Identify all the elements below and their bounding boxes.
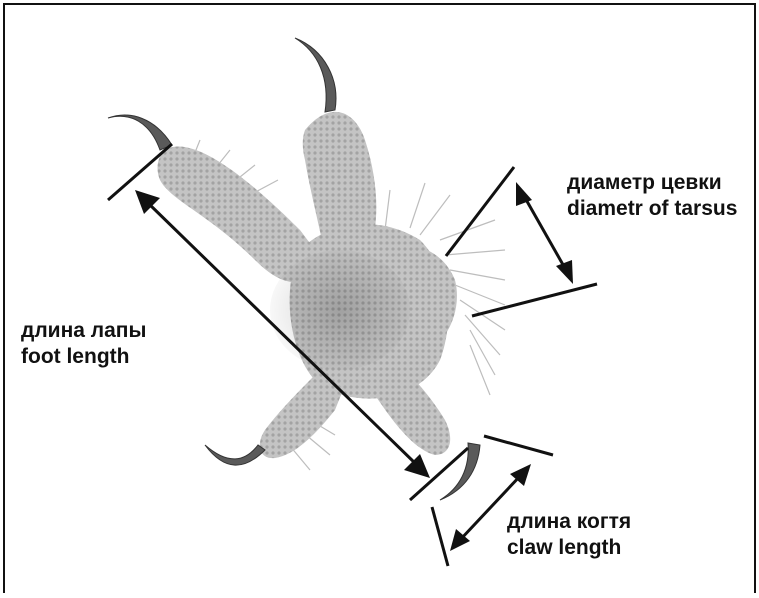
claw-length-label-en: claw length — [507, 535, 631, 561]
tarsus-diameter-label-ru: диаметр цевки — [567, 170, 737, 196]
tarsus-tick-bottom — [472, 284, 597, 316]
bird-foot-drawing — [108, 38, 505, 500]
tarsus-diameter-arrow-line — [524, 196, 566, 270]
tarsus-diameter-label-en: diametr of tarsus — [567, 196, 737, 222]
toe-top — [303, 112, 377, 255]
claw-top — [295, 38, 336, 112]
tarsus-arrowhead-top — [516, 182, 532, 206]
foot-length-label-ru: длина лапы — [21, 318, 146, 344]
claw-length-label: длина когтя claw length — [507, 509, 631, 561]
claw-lower-right — [440, 443, 480, 500]
tarsus-tick-top — [446, 167, 514, 256]
claw-upper-left — [108, 115, 172, 150]
foot-length-label-en: foot length — [21, 344, 146, 370]
claw-tick-top — [484, 436, 553, 455]
claw-tick-bottom — [432, 507, 448, 566]
claw-length-label-ru: длина когтя — [507, 509, 631, 535]
tarsus-diameter-label: диаметр цевки diametr of tarsus — [567, 170, 737, 222]
foot-length-label: длина лапы foot length — [21, 318, 146, 370]
claw-lower-left — [205, 445, 265, 465]
tarsus-arrowhead-bottom — [556, 260, 573, 284]
